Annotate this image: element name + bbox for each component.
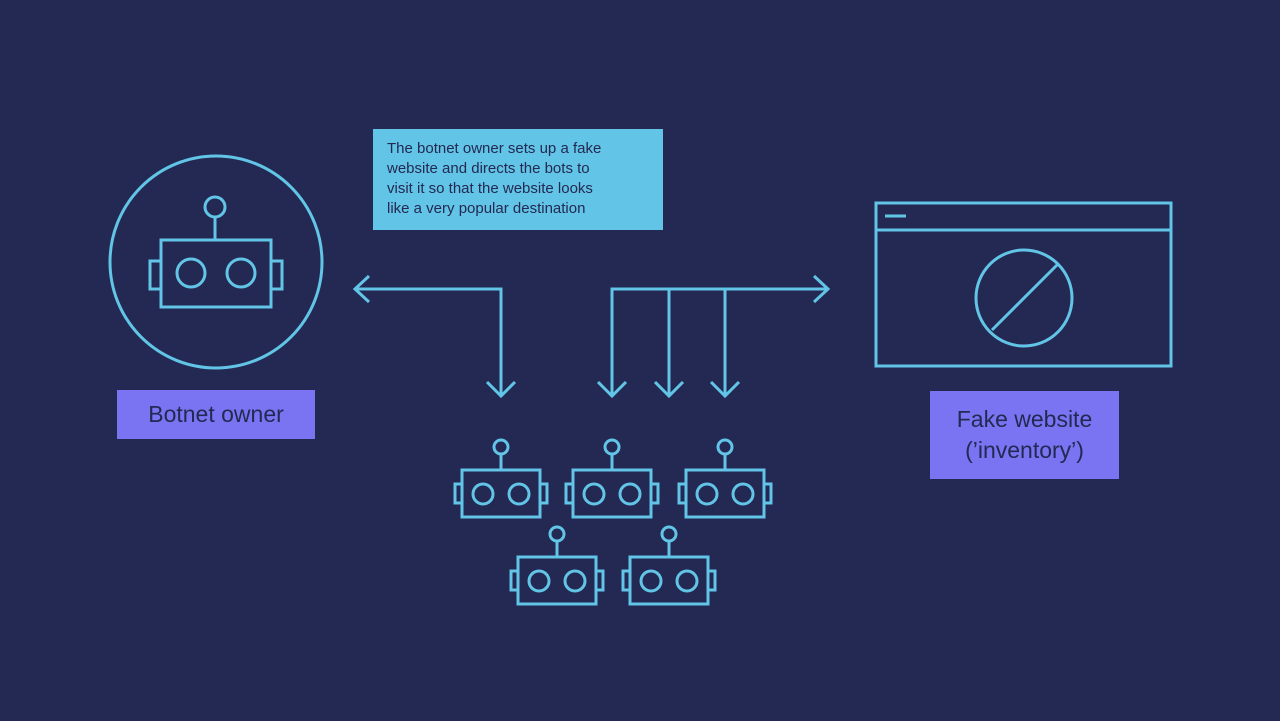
callout-line: like a very popular destination (387, 200, 586, 217)
bot-group (453, 438, 773, 606)
bot-icon (677, 438, 773, 519)
fake-website-icon (874, 201, 1173, 368)
botnet-owner-label: Botnet owner (117, 390, 315, 439)
fake-website-label: Fake website (’inventory’) (930, 391, 1119, 479)
callout-line: website and directs the bots to (387, 160, 590, 177)
botnet-owner-label-text: Botnet owner (148, 401, 284, 427)
bot-icon (453, 438, 549, 519)
website-connector-arrow (596, 274, 831, 399)
owner-connector-arrow (352, 274, 517, 399)
bot-icon (509, 525, 605, 606)
bot-icon (621, 525, 717, 606)
explanation-callout: The botnet owner sets up a fake website … (373, 129, 663, 230)
fake-website-label-line2: (’inventory’) (965, 437, 1084, 463)
botnet-owner-icon (108, 154, 324, 370)
callout-line: visit it so that the website looks (387, 180, 593, 197)
bot-icon (564, 438, 660, 519)
fake-website-label-line1: Fake website (956, 406, 1093, 432)
callout-line: The botnet owner sets up a fake (387, 140, 602, 157)
